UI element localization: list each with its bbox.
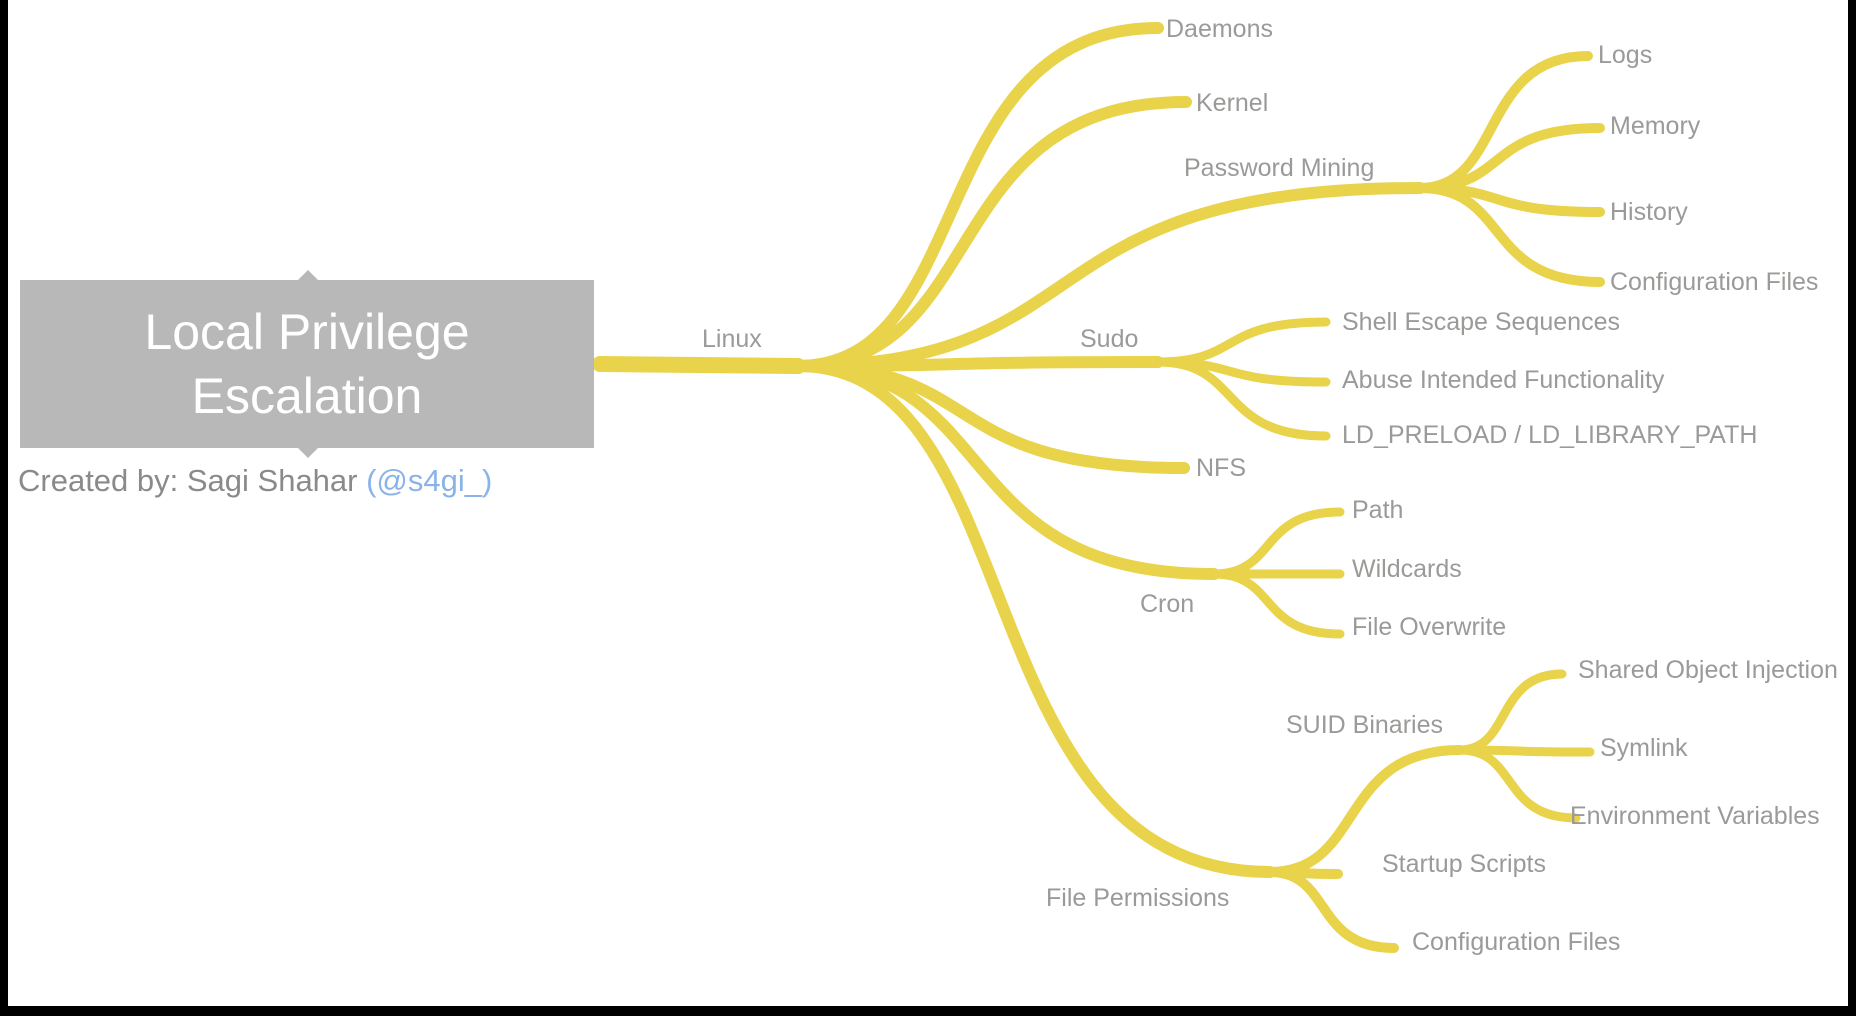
branch-line-3-2 [1153, 357, 1331, 441]
node-label-5-1-wildcards[interactable]: Wildcards [1352, 555, 1462, 583]
branch-lines [592, 22, 1605, 953]
node-label-3-1-abuse-intended-functionality[interactable]: Abuse Intended Functionality [1342, 366, 1665, 394]
node-label-1-kernel[interactable]: Kernel [1196, 89, 1268, 117]
node-label-6-0-1-symlink[interactable]: Symlink [1600, 734, 1688, 762]
branch-line-1 [792, 96, 1192, 372]
node-label-6-1-startup-scripts[interactable]: Startup Scripts [1382, 850, 1546, 878]
root-node[interactable]: Local Privilege Escalation [20, 270, 594, 458]
node-label-2-password-mining[interactable]: Password Mining [1184, 154, 1374, 182]
node-label-6-0-2-environment-variables[interactable]: Environment Variables [1570, 802, 1820, 830]
branch-line-3-0 [1153, 317, 1331, 367]
node-label-2-1-memory[interactable]: Memory [1610, 112, 1701, 140]
branch-line-5-0 [1209, 507, 1345, 579]
node-label-5-2-file-overwrite[interactable]: File Overwrite [1352, 613, 1506, 641]
node-label-6-file-permissions[interactable]: File Permissions [1046, 884, 1229, 912]
node-label-3-0-shell-escape-sequences[interactable]: Shell Escape Sequences [1342, 308, 1620, 336]
branch-line-0 [792, 22, 1164, 372]
node-label-6-0-0-shared-object-injection[interactable]: Shared Object Injection [1578, 656, 1838, 684]
node-label-2-2-history[interactable]: History [1610, 198, 1688, 226]
author-credit: Created by: Sagi Shahar (@s4gi_) [18, 463, 492, 499]
author-handle-link[interactable]: (@s4gi_) [366, 463, 493, 498]
root-title-line-2: Escalation [191, 368, 423, 424]
node-label-linux[interactable]: Linux [702, 325, 762, 353]
branch-line-5 [792, 360, 1220, 580]
branch-line-5-2 [1209, 569, 1345, 639]
branch-line-2-3 [1415, 183, 1605, 287]
node-label-3-sudo[interactable]: Sudo [1080, 325, 1138, 353]
branch-line-6-0-2 [1455, 745, 1581, 823]
node-label-3-2-ld-preload-ld-library-path[interactable]: LD_PRELOAD / LD_LIBRARY_PATH [1342, 421, 1757, 449]
branch-line-6-2 [1265, 867, 1399, 953]
credit-text: Created by: Sagi Shahar [18, 463, 367, 498]
branch-line-6-0-0 [1455, 669, 1567, 755]
node-label-2-0-logs[interactable]: Logs [1598, 41, 1652, 69]
node-label-4-nfs[interactable]: NFS [1196, 454, 1246, 482]
branch-line-6-0 [1265, 745, 1465, 877]
node-label-2-3-configuration-files[interactable]: Configuration Files [1610, 268, 1818, 296]
node-label-6-2-configuration-files[interactable]: Configuration Files [1412, 928, 1620, 956]
node-label-5-cron[interactable]: Cron [1140, 590, 1194, 618]
node-label-0-daemons[interactable]: Daemons [1166, 15, 1273, 43]
branch-line-2 [792, 182, 1426, 372]
node-label-5-0-path[interactable]: Path [1352, 496, 1403, 524]
root-title-line-1: Local Privilege [144, 304, 470, 360]
branch-line-root-linux [592, 356, 806, 374]
branch-line-6 [792, 360, 1276, 878]
branch-line-2-0 [1415, 51, 1593, 193]
node-label-6-0-suid-binaries[interactable]: SUID Binaries [1286, 711, 1443, 739]
